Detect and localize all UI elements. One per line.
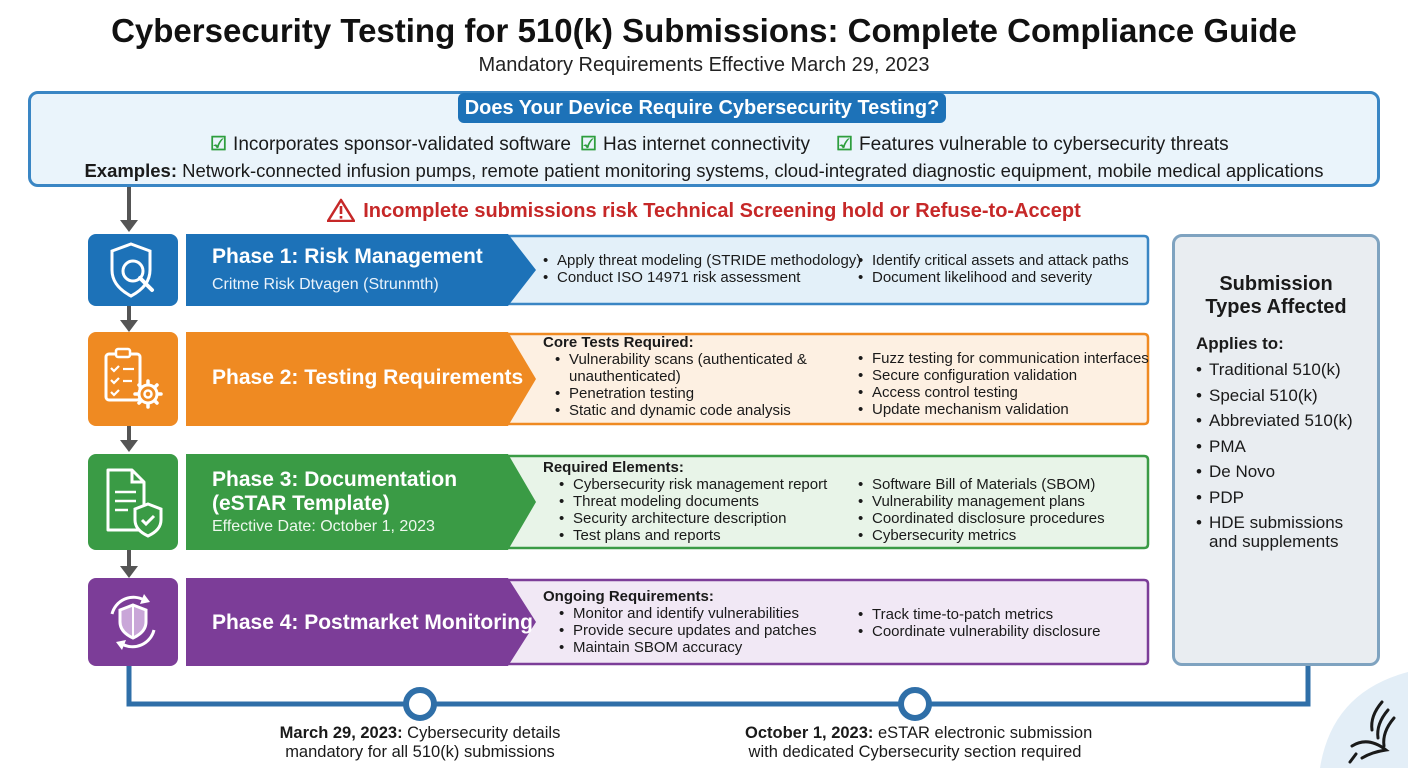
checkbox-icon: ☑ (580, 134, 598, 155)
list-item: Identify critical assets and attack path… (858, 252, 1129, 269)
timeline-label-1: March 29, 2023: Cybersecurity details ma… (279, 724, 561, 761)
phase-1-icon-box (88, 234, 178, 306)
criterion-2: ☑Has internet connectivity (580, 134, 811, 155)
phase-3-icon-box (88, 454, 178, 550)
applies-to-label: Applies to: (1196, 334, 1284, 353)
hhs-eagle-logo (1320, 672, 1408, 768)
submission-types-title: Submission Types Affected (1205, 273, 1347, 318)
shield-search-icon (110, 242, 154, 298)
phase-1-subtitle: Critme Risk Dtvagen (Strunmth) (212, 276, 439, 293)
checkbox-icon: ☑ (836, 134, 854, 155)
list-item: Special 510(k) (1196, 383, 1353, 409)
list-item: Test plans and reports (559, 527, 827, 544)
list-item: Update mechanism validation (858, 401, 1149, 418)
list-item: PDP (1196, 485, 1353, 511)
list-item: Coordinated disclosure procedures (858, 510, 1105, 527)
phase-3-title-line1: Phase 3: Documentation (212, 468, 458, 491)
phase-4-icon-box (88, 578, 178, 666)
phase-4-title: Phase 4: Postmarket Monitoring (212, 611, 533, 634)
list-item: Vulnerability management plans (858, 493, 1105, 510)
list-item: Security architecture description (559, 510, 827, 527)
requirement-header: Does Your Device Require Cybersecurity T… (458, 93, 946, 123)
document-shield-icon (106, 468, 163, 538)
phase-3-heading: Required Elements: (543, 459, 684, 476)
phase-3-right-list: Software Bill of Materials (SBOM) Vulner… (858, 476, 1105, 544)
list-item: Traditional 510(k) (1196, 357, 1353, 383)
phase-4-heading: Ongoing Requirements: (543, 588, 714, 605)
warning-banner: Incomplete submissions risk Technical Sc… (0, 198, 1408, 223)
submission-types-list: Traditional 510(k) Special 510(k) Abbrev… (1196, 357, 1353, 551)
warning-icon (326, 198, 356, 223)
criterion-1: ☑Incorporates sponsor-validated software (210, 134, 572, 155)
list-item: Vulnerability scans (authenticated & (555, 351, 807, 368)
phase-3-subtitle: Effective Date: October 1, 2023 (212, 518, 435, 535)
phase-2-left-list: Core Tests Required: Vulnerability scans… (543, 334, 807, 419)
list-item: Apply threat modeling (STRIDE methodolog… (543, 252, 861, 269)
list-item: Conduct ISO 14971 risk assessment (543, 269, 861, 286)
list-item: Cybersecurity metrics (858, 527, 1105, 544)
list-item: Secure configuration validation (858, 367, 1149, 384)
list-item: Access control testing (858, 384, 1149, 401)
examples-line: Examples: Network-connected infusion pum… (84, 160, 1324, 181)
page-title: Cybersecurity Testing for 510(k) Submiss… (111, 12, 1297, 49)
page-subtitle: Mandatory Requirements Effective March 2… (478, 54, 930, 76)
list-item: Software Bill of Materials (SBOM) (858, 476, 1105, 493)
phase-2-title: Phase 2: Testing Requirements (212, 366, 524, 389)
list-item: Provide secure updates and patches (559, 622, 817, 639)
list-item: Coordinate vulnerability disclosure (858, 623, 1100, 640)
list-item: Threat modeling documents (559, 493, 827, 510)
list-item: Maintain SBOM accuracy (559, 639, 817, 656)
phase-3-title-line2: (eSTAR Template) (212, 492, 390, 515)
list-item: Document likelihood and severity (858, 269, 1129, 286)
shield-cycle-icon (110, 594, 156, 650)
phase-4-left-list: Ongoing Requirements: Monitor and identi… (543, 588, 817, 656)
phase-1-title: Phase 1: Risk Management (212, 245, 483, 268)
list-item: PMA (1196, 434, 1353, 460)
list-item: De Novo (1196, 459, 1353, 485)
list-item: Track time-to-patch metrics (858, 606, 1100, 623)
phase-3-left-list: Required Elements: Cybersecurity risk ma… (543, 459, 827, 544)
checkbox-icon: ☑ (210, 134, 228, 155)
list-item: Fuzz testing for communication interface… (858, 350, 1149, 367)
list-item: Monitor and identify vulnerabilities (559, 605, 817, 622)
list-item-continuation: unauthenticated) (569, 368, 681, 385)
list-item: Cybersecurity risk management report (559, 476, 827, 493)
phase-1-right-list: Identify critical assets and attack path… (858, 252, 1129, 286)
timeline-label-2: October 1, 2023: eSTAR electronic submis… (745, 724, 1093, 761)
phase-2-heading: Core Tests Required: (543, 334, 694, 351)
list-item: Abbreviated 510(k) (1196, 408, 1353, 434)
clipboard-gear-icon (104, 347, 163, 409)
list-item: Static and dynamic code analysis (555, 402, 807, 419)
phase-2-right-list: Fuzz testing for communication interface… (858, 350, 1149, 418)
phase-4-right-list: Track time-to-patch metrics Coordinate v… (858, 606, 1100, 640)
criterion-3: ☑Features vulnerable to cybersecurity th… (836, 134, 1229, 155)
phase-2-icon-box (88, 332, 178, 426)
list-item: Penetration testing (555, 385, 807, 402)
phase-1-left-list: Apply threat modeling (STRIDE methodolog… (543, 252, 861, 286)
